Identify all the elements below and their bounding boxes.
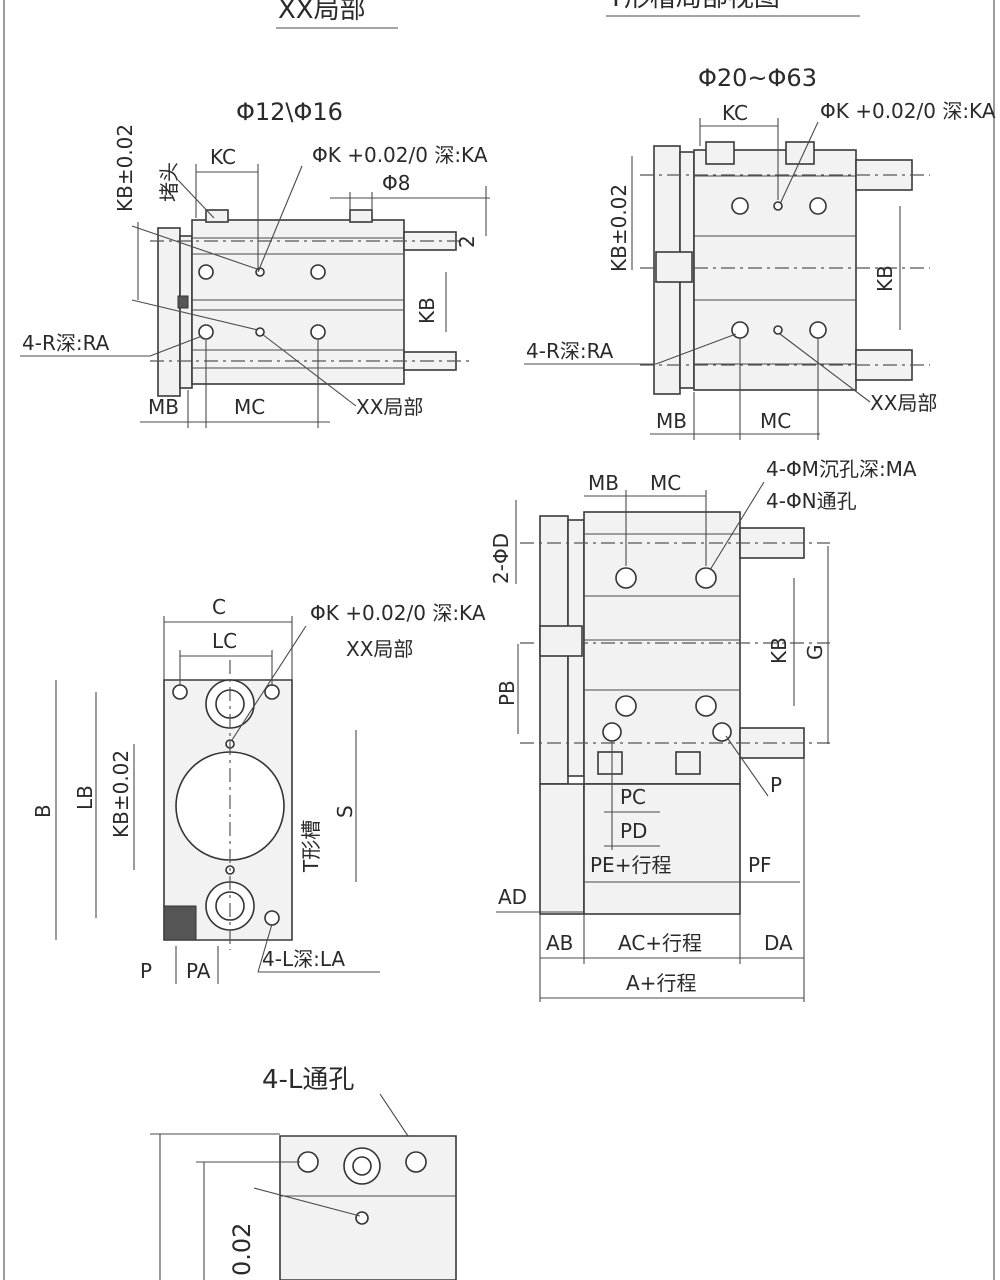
large-body	[693, 149, 857, 391]
side-kb-label: KB	[767, 637, 791, 664]
small-kb-tol-label: KB±0.02	[113, 124, 137, 212]
small-hole-2	[310, 264, 326, 280]
large-xx-local-label: XX局部	[870, 391, 937, 415]
xx-detail-title: XX局部	[278, 0, 366, 25]
small-xx-local-label: XX局部	[356, 395, 423, 419]
view-small-bore: Φ12\Φ16 KB±0.02 堵头 KC	[20, 98, 490, 428]
small-hole-1	[198, 264, 214, 280]
large-r-depth-label: 4-R深:RA	[526, 339, 614, 363]
side-port-2	[712, 722, 732, 742]
side-pe-label: PE+行程	[590, 853, 671, 877]
side-counterbore-1	[615, 567, 637, 589]
large-kb-label: KB	[873, 265, 897, 292]
side-a-label: A+行程	[626, 971, 696, 995]
view-large-bore: Φ20~Φ63 KC ΦK +0.02/0 深:KA KB±0.02 KB 4-…	[524, 64, 996, 440]
small-mb-label: MB	[148, 395, 179, 419]
large-hole-2	[809, 197, 827, 215]
side-ac-label: AC+行程	[618, 931, 702, 955]
small-kb-label: KB	[415, 297, 439, 324]
side-mb-label: MB	[588, 471, 619, 495]
side-pb-label: PB	[495, 680, 519, 706]
large-hole-3	[731, 321, 749, 339]
large-mb-label: MB	[656, 409, 687, 433]
front-lb-label: LB	[73, 785, 97, 810]
side-counterbore-3	[615, 695, 637, 717]
front-b-label: B	[31, 804, 55, 818]
front-pa-label: PA	[186, 959, 211, 983]
side-2d-label: 2-ΦD	[489, 533, 513, 584]
small-k-hole-label: ΦK +0.02/0 深:KA	[312, 143, 488, 167]
bottom-kb-label: 0.02	[228, 1223, 256, 1276]
side-ad-label: AD	[498, 885, 527, 909]
t-slot-detail-title: T形槽局部视图	[607, 0, 780, 13]
side-pd-label: PD	[620, 819, 647, 843]
large-kc-label: KC	[722, 101, 748, 125]
large-bore-title: Φ20~Φ63	[698, 64, 817, 92]
small-bore-title: Φ12\Φ16	[236, 98, 343, 126]
small-body	[191, 219, 405, 385]
side-counterbore-4	[695, 695, 717, 717]
front-p-label: P	[140, 959, 152, 983]
small-mc-label: MC	[234, 395, 265, 419]
small-r-depth-label: 4-R深:RA	[22, 331, 110, 355]
front-t-slot-label: T形槽	[299, 820, 323, 873]
front-l-depth-label: 4-L深:LA	[262, 947, 345, 971]
view-bottom-partial: 4-L通孔 0.02	[150, 1065, 457, 1280]
small-hole-4	[310, 324, 326, 340]
large-pin-2	[773, 325, 783, 335]
small-kc-label: KC	[210, 145, 236, 169]
side-counterbore-2	[695, 567, 717, 589]
small-hole-3	[198, 324, 214, 340]
view-front: C LC ΦK +0.02/0 深:KA XX局部 B LB KB±0.02 T…	[31, 595, 486, 984]
front-kb-tol-label: KB±0.02	[109, 750, 133, 838]
side-m-counterbore-label: 4-ΦM沉孔深:MA	[766, 457, 917, 481]
small-end-plate	[157, 227, 181, 397]
side-pf-label: PF	[748, 853, 772, 877]
side-ab-label: AB	[546, 931, 573, 955]
front-xx-local-label: XX局部	[346, 637, 413, 661]
front-k-hole-label: ΦK +0.02/0 深:KA	[310, 601, 486, 625]
front-section-hatch	[163, 905, 197, 941]
front-s-label: S	[333, 805, 357, 818]
side-g-label: G	[803, 645, 827, 661]
front-c-label: C	[212, 595, 226, 619]
small-phi8-label: Φ8	[382, 171, 410, 195]
bottom-l-through-label: 4-L通孔	[262, 1065, 354, 1095]
side-n-through-label: 4-ΦN通孔	[766, 489, 857, 513]
front-lc-label: LC	[212, 629, 237, 653]
large-kb-tol-label: KB±0.02	[607, 184, 631, 272]
large-mc-label: MC	[760, 409, 791, 433]
side-p-label: P	[770, 773, 782, 797]
large-hole-1	[731, 197, 749, 215]
large-k-hole-label: ΦK +0.02/0 深:KA	[820, 99, 996, 123]
side-mc-label: MC	[650, 471, 681, 495]
small-plug-label: 堵头	[157, 162, 181, 202]
side-port-1	[602, 722, 622, 742]
large-hole-4	[809, 321, 827, 339]
side-da-label: DA	[764, 931, 793, 955]
small-two-label: 2	[455, 235, 479, 248]
side-pc-label: PC	[620, 785, 646, 809]
view-side: MB MC 4-ΦM沉孔深:MA 4-ΦN通孔 2-ΦD KB G PB P P…	[489, 457, 917, 1002]
